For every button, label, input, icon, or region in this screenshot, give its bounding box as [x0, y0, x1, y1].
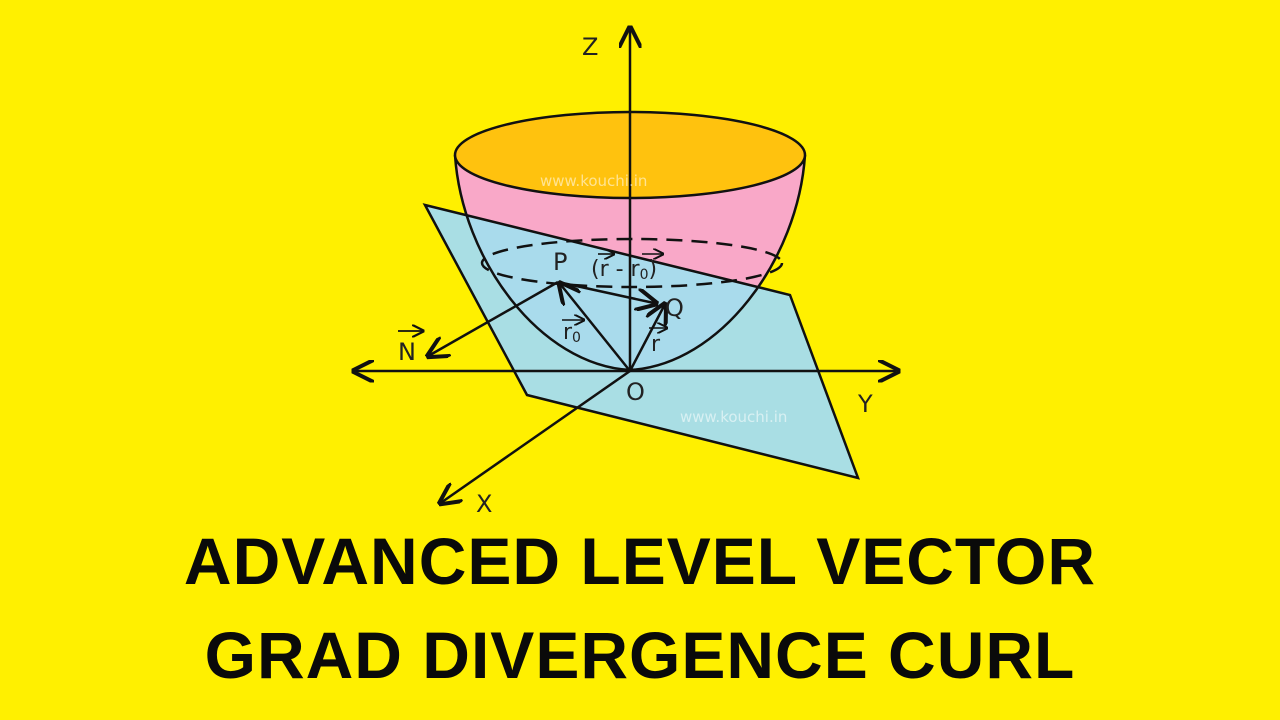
z-axis-label: Z [582, 33, 598, 61]
normal-label: N [398, 338, 416, 366]
origin-label: O [626, 378, 645, 406]
r-vector [628, 306, 664, 372]
r0-vector [561, 285, 631, 372]
watermark-top: www.kouchi.in [540, 172, 647, 190]
title-line-2: GRAD DIVERGENCE CURL [204, 618, 1076, 692]
r0-label: r0 [563, 320, 581, 346]
x-axis [442, 369, 631, 502]
r-minus-r0-label: (r - r0) [591, 257, 657, 283]
point-q-label: Q [665, 294, 684, 322]
normal-vector [430, 280, 559, 355]
r-minus-r0-vector [557, 280, 654, 303]
tangent-plane [422, 203, 860, 480]
watermark-bottom: www.kouchi.in [680, 408, 787, 426]
point-p-label: P [553, 248, 567, 276]
y-axis-label: Y [857, 390, 873, 418]
x-axis-label: X [476, 490, 492, 518]
level-curve-dashed [480, 237, 784, 289]
r-label: r [651, 332, 661, 357]
title-line-1: ADVANCED LEVEL VECTOR [183, 524, 1097, 598]
